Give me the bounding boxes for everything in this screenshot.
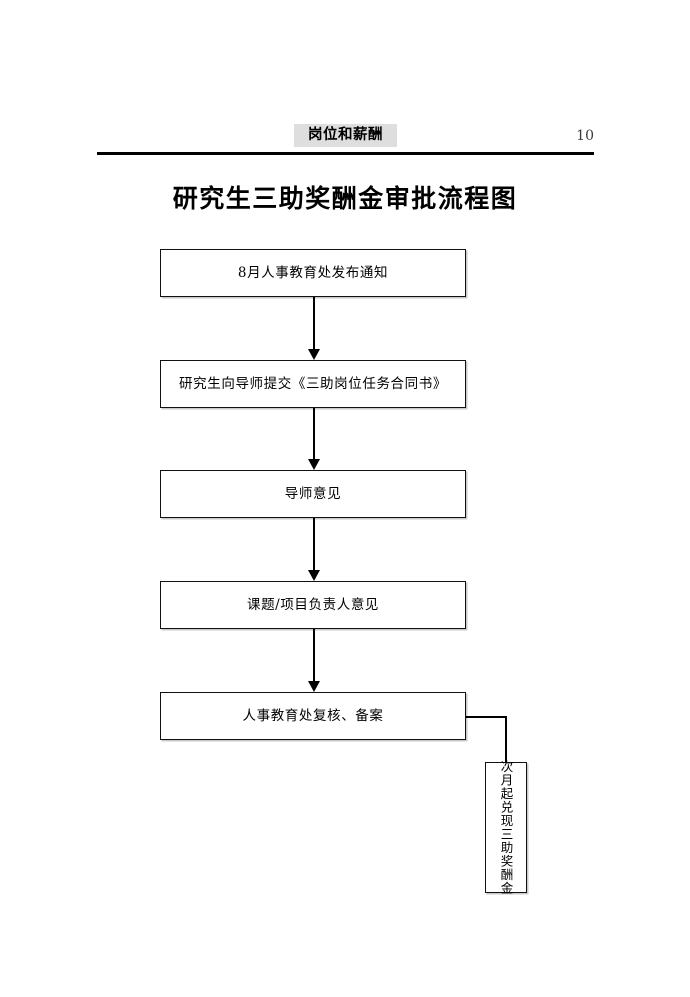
flow-node-2-label: 研究生向导师提交《三助岗位任务合同书》 xyxy=(179,376,447,392)
connector-5-horizontal-segment xyxy=(466,716,507,718)
flow-node-5: 人事教育处复核、备案 xyxy=(160,692,466,740)
flow-node-2: 研究生向导师提交《三助岗位任务合同书》 xyxy=(160,360,466,408)
connector-4-arrowhead xyxy=(308,681,320,692)
flow-node-4: 课题/项目负责人意见 xyxy=(160,581,466,629)
connector-1-arrowhead xyxy=(308,349,320,360)
page-header: 岗位和薪酬 10 xyxy=(97,124,594,152)
flow-node-4-label: 课题/项目负责人意见 xyxy=(246,597,380,613)
flow-node-1: 8月人事教育处发布通知 xyxy=(160,249,466,297)
header-divider-rule xyxy=(97,152,594,155)
flow-node-3: 导师意见 xyxy=(160,470,466,518)
page-number: 10 xyxy=(576,128,594,144)
connector-4-line xyxy=(313,629,315,681)
connector-2-line xyxy=(313,408,315,460)
running-header-title: 岗位和薪酬 xyxy=(97,124,594,147)
page-title: 研究生三助奖酬金审批流程图 xyxy=(172,184,518,213)
flow-node-3-label: 导师意见 xyxy=(284,486,342,502)
flow-node-1-label: 8月人事教育处发布通知 xyxy=(237,265,389,281)
running-header-text: 岗位和薪酬 xyxy=(294,124,397,147)
flow-node-5-label: 人事教育处复核、备案 xyxy=(242,708,384,724)
flow-node-6: 次月起兑现三助奖酬金 xyxy=(485,760,527,895)
connector-3-arrowhead xyxy=(308,570,320,581)
flow-node-6-label: 次月起兑现三助奖酬金 xyxy=(498,760,514,895)
connector-3-line xyxy=(313,518,315,570)
connector-2-arrowhead xyxy=(308,459,320,470)
connector-5-vertical-segment xyxy=(505,716,507,763)
connector-1-line xyxy=(313,297,315,349)
